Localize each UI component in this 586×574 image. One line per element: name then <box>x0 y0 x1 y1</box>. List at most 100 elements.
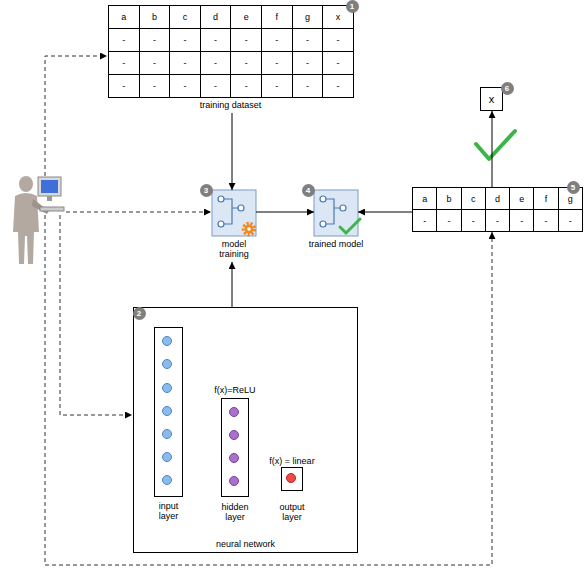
node-label: output layer <box>274 502 310 522</box>
table-cell: a <box>108 5 140 29</box>
table-cell: - <box>558 209 583 232</box>
callout-number: 6 <box>501 82 514 95</box>
model-icon-links <box>326 199 340 224</box>
user-dashed-arrow <box>60 215 132 415</box>
table-cell: - <box>292 74 324 98</box>
table-cell: - <box>461 209 486 232</box>
process-node: trained model <box>314 190 358 262</box>
node-label: f(x) = linear <box>252 456 332 466</box>
data-table: abcdefgx------------------------training… <box>108 5 353 113</box>
monitor-stand <box>47 196 52 201</box>
table-cell: - <box>139 28 171 52</box>
flow-arrow <box>256 212 314 213</box>
table-cell: b <box>139 5 171 29</box>
flow-arrow <box>232 262 233 307</box>
hidden-neuron <box>230 477 239 486</box>
user-dashed-arrow <box>45 56 107 176</box>
output-box: x <box>480 87 503 111</box>
callout-number: 5 <box>567 181 580 194</box>
input-neuron <box>163 337 172 346</box>
table-cell: - <box>108 51 140 75</box>
callout-number: 4 <box>302 184 315 197</box>
input-neuron <box>163 453 172 462</box>
check-mark <box>340 219 360 233</box>
callout-number: 3 <box>200 184 213 197</box>
network-box: neural network input layer f(x)=ReLU hidden… <box>133 307 358 553</box>
connector-layer <box>232 111 492 307</box>
model-icon-dot <box>218 196 224 202</box>
table-cell: e <box>509 187 534 210</box>
model-icon-dot <box>218 221 224 227</box>
layer-box: input layer <box>154 327 183 497</box>
table-cell: - <box>139 51 171 75</box>
table-cell: d <box>200 5 232 29</box>
table-cell: d <box>485 187 510 210</box>
table-cell: - <box>436 209 461 232</box>
node-label: x <box>481 93 502 105</box>
output-neuron <box>287 474 296 483</box>
process-node: model training <box>212 190 256 262</box>
table-cell: - <box>412 209 437 232</box>
hidden-neuron <box>230 431 239 440</box>
gear-teeth <box>244 224 255 235</box>
user-dashed-arrow <box>66 212 211 213</box>
table-cell: - <box>108 28 140 52</box>
table-cell: - <box>322 51 354 75</box>
node-label: hidden layer <box>217 502 253 522</box>
input-neuron <box>163 407 172 416</box>
check-mark <box>476 131 515 159</box>
table-cell: f <box>533 187 558 210</box>
table-cell: - <box>322 28 354 52</box>
table-cell: f <box>261 5 293 29</box>
table-cell: - <box>169 28 201 52</box>
node-label: neural network <box>186 539 306 549</box>
person-head <box>19 176 33 192</box>
table-cell: - <box>200 74 232 98</box>
user-dashed-arrow <box>45 215 492 565</box>
table-cell: - <box>230 51 262 75</box>
table-cell: - <box>509 209 534 232</box>
table-cell: - <box>200 28 232 52</box>
table-cell: - <box>322 74 354 98</box>
node-label: model training <box>206 239 262 259</box>
table-cell: - <box>533 209 558 232</box>
table-cell: - <box>292 28 324 52</box>
gear-hole <box>247 227 251 231</box>
table-cell: c <box>461 187 486 210</box>
table-cell: - <box>292 51 324 75</box>
table-cell: - <box>485 209 510 232</box>
table-cell: - <box>261 74 293 98</box>
node-label: trained model <box>308 239 364 249</box>
table-cell: - <box>230 28 262 52</box>
hidden-neurons <box>230 408 239 486</box>
model-icon-frame <box>212 190 256 236</box>
gear-body <box>245 225 254 234</box>
model-icon-links <box>224 199 238 224</box>
table-cell: e <box>230 5 262 29</box>
hidden-neuron <box>230 408 239 417</box>
input-neurons <box>163 337 172 485</box>
table-cell: - <box>169 74 201 98</box>
table-cell: - <box>261 51 293 75</box>
hidden-neuron <box>230 454 239 463</box>
model-icon-dot <box>320 196 326 202</box>
model-icon-dot <box>320 221 326 227</box>
computer-monitor <box>38 177 61 196</box>
table-cell: - <box>108 74 140 98</box>
data-table: abcdefg------- <box>412 187 582 231</box>
table-cell: g <box>292 5 324 29</box>
input-neuron <box>163 384 172 393</box>
flow-arrow <box>232 113 233 190</box>
computer-keyboard <box>40 207 64 211</box>
table-cell: - <box>139 74 171 98</box>
input-neuron <box>163 360 172 369</box>
table-cell: - <box>169 51 201 75</box>
input-neuron <box>163 476 172 485</box>
model-icon-dot <box>340 205 346 211</box>
table-cell: - <box>261 28 293 52</box>
table-cell: b <box>436 187 461 210</box>
callout-number: 2 <box>133 307 146 320</box>
input-neuron <box>163 430 172 439</box>
node-label: f(x)=ReLU <box>195 385 275 395</box>
